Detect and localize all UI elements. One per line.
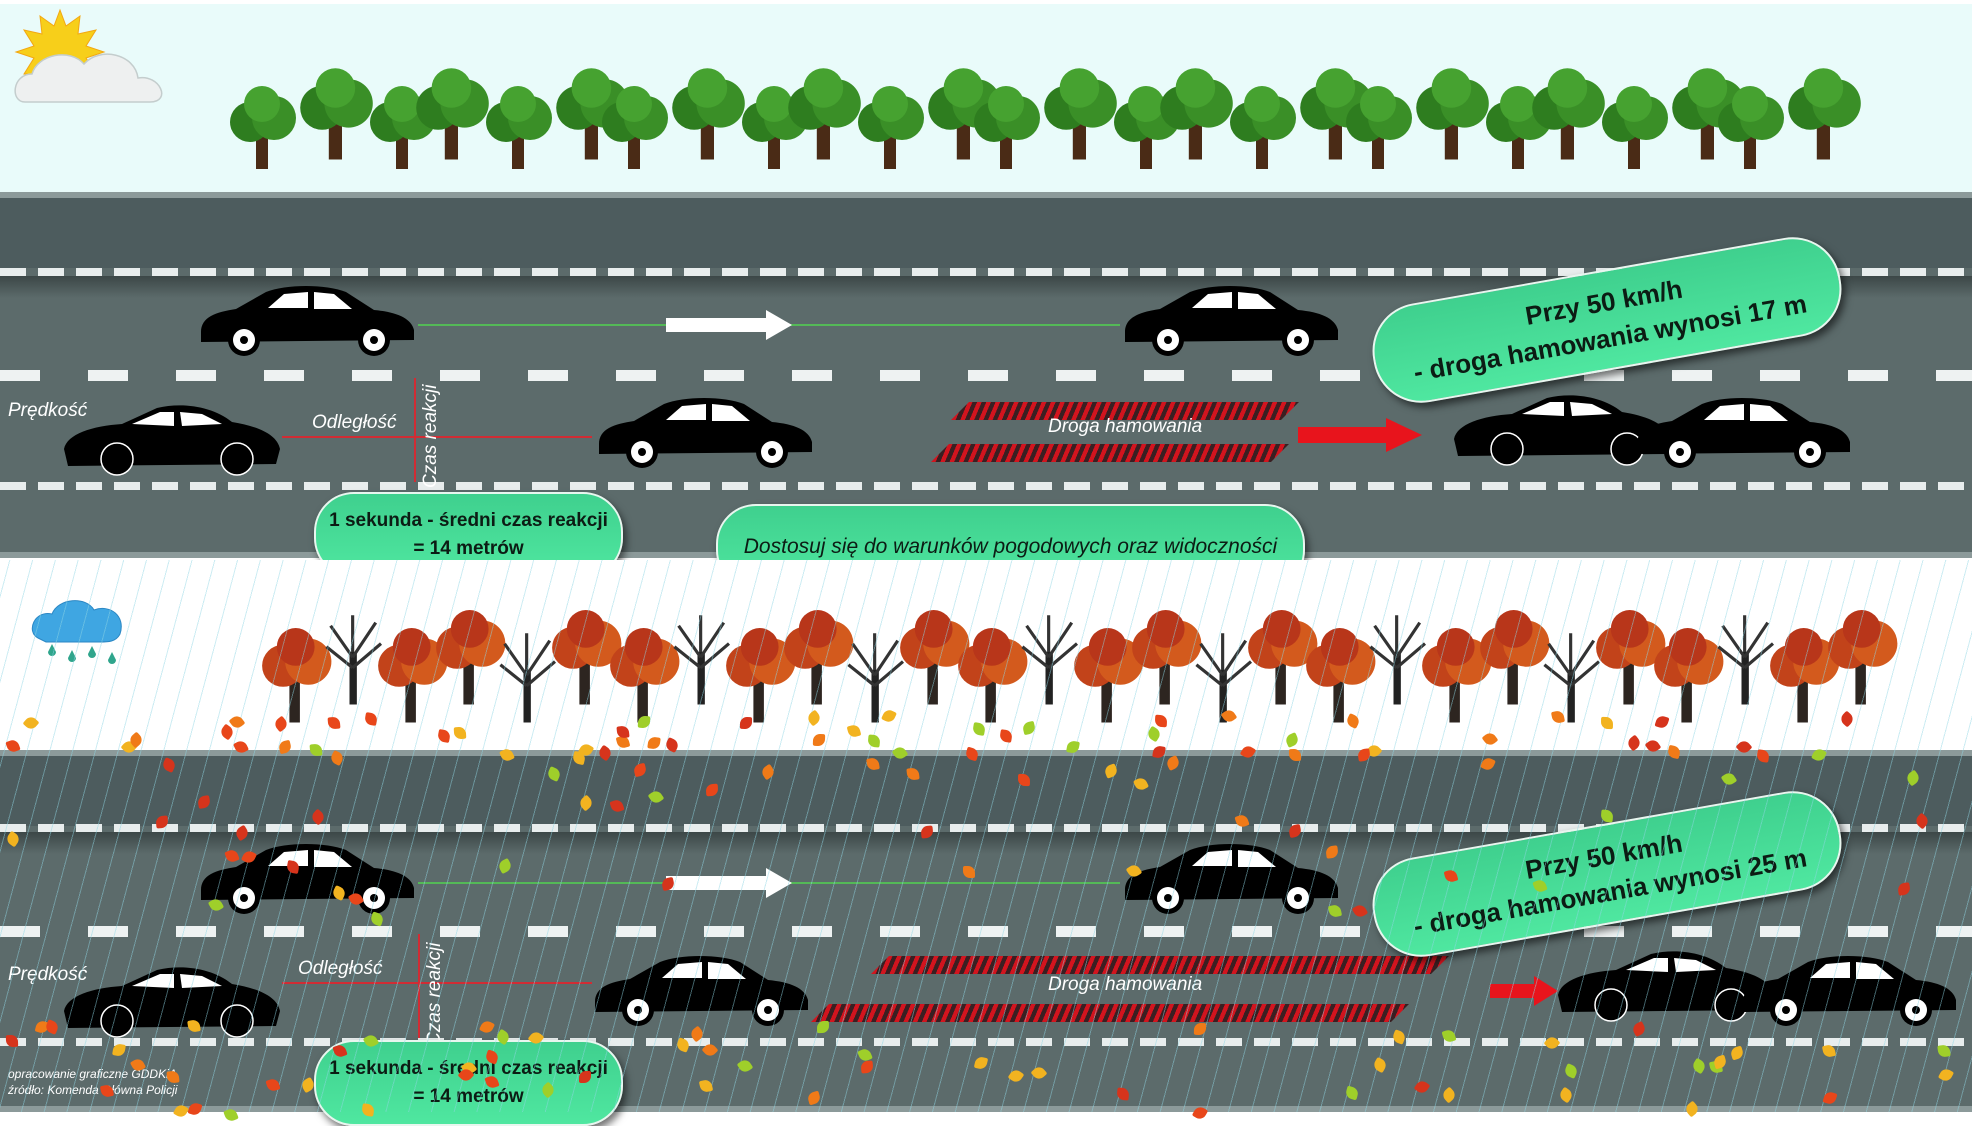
reaction-line	[414, 378, 416, 482]
car-stopped-ahead	[599, 398, 812, 468]
skid-mark	[811, 1004, 1409, 1022]
car-front-follow	[1125, 844, 1338, 914]
green-tree-icon	[300, 68, 373, 160]
rainy-autumn-panel: Prędkość Odległość Czas reakcji Droga ha…	[0, 560, 1972, 1126]
dry-weather-panel: Prędkość Odległość Czas reakcji Droga ha…	[0, 0, 1972, 590]
car-stopped-ahead	[595, 956, 808, 1026]
crashed-car-front	[1637, 398, 1850, 468]
distance-label: Odległość	[312, 412, 397, 433]
braking-distance-label: Droga hamowania	[1048, 974, 1203, 995]
green-tree-icon	[1788, 68, 1861, 160]
green-tree-icon	[230, 86, 296, 169]
sun-behind-cloud-icon	[14, 8, 163, 103]
rain-cloud-icon	[31, 600, 122, 664]
speed-label: Prędkość	[8, 400, 88, 421]
reaction-time-label: Czas reakcji	[420, 384, 441, 488]
green-tree-icon	[602, 86, 668, 169]
leaf-icon	[1018, 774, 1031, 787]
road: Prędkość Odległość Czas reakcji Droga ha…	[0, 750, 1972, 1126]
direction-arrow-icon	[666, 868, 792, 898]
crashed-car-front	[1743, 956, 1956, 1026]
credit-source: źródło: Komenda Główna Policji	[8, 1083, 178, 1097]
reaction-time-box: 1 sekunda - średni czas reakcji = 14 met…	[314, 1040, 623, 1126]
reaction-box-line2: = 14 metrów	[413, 1086, 524, 1107]
green-tree-icon	[788, 68, 861, 160]
lane-line	[0, 824, 1972, 832]
car-front-follow	[1125, 286, 1338, 356]
car-front-lead	[201, 286, 414, 356]
autumn-tree-icon	[1828, 610, 1898, 705]
sky	[0, 560, 1972, 750]
green-tree-icon	[1044, 68, 1117, 160]
red-arrow-icon	[1298, 418, 1422, 452]
green-tree-icon	[1602, 86, 1668, 169]
green-tree-icon	[486, 86, 552, 169]
reaction-box-line1: 1 sekunda - średni czas reakcji	[329, 510, 608, 531]
red-arrow-icon	[1490, 976, 1558, 1006]
credit-graphics: opracowanie graficzne GDDKiA	[8, 1067, 177, 1081]
lane-divider	[0, 926, 1972, 937]
leaf-icon	[1600, 716, 1613, 729]
car-speeding	[63, 404, 281, 476]
green-tree-icon	[1416, 68, 1489, 160]
car-speeding	[63, 966, 281, 1038]
leaf-icon	[963, 865, 975, 878]
green-tree-icon	[1346, 86, 1412, 169]
lane-line	[0, 268, 1972, 276]
distance-line	[282, 436, 592, 438]
lane-line	[0, 482, 1972, 490]
green-tree-icon	[416, 68, 489, 160]
road: Prędkość Odległość Czas reakcji Droga ha…	[0, 192, 1972, 578]
speed-label: Prędkość	[8, 964, 88, 985]
reaction-box-line2: = 14 metrów	[413, 538, 524, 559]
reaction-line	[418, 934, 420, 1038]
distance-label: Odległość	[298, 958, 383, 979]
skid-mark	[871, 956, 1449, 974]
credits: opracowanie graficzne GDDKiA źródło: Kom…	[8, 1066, 177, 1098]
green-tree-icon	[858, 86, 924, 169]
green-tree-icon	[1160, 68, 1233, 160]
green-tree-icon	[1718, 86, 1784, 169]
skid-mark	[931, 444, 1289, 462]
green-tree-icon	[1532, 68, 1605, 160]
reaction-time-label: Czas reakcji	[424, 942, 445, 1046]
green-tree-icon	[974, 86, 1040, 169]
braking-distance-label: Droga hamowania	[1048, 416, 1203, 437]
green-tree-icon	[1230, 86, 1296, 169]
advice-text: Dostosuj się do warunków pogodowych oraz…	[743, 535, 1278, 558]
direction-arrow-icon	[666, 310, 792, 340]
green-tree-icon	[672, 68, 745, 160]
distance-line	[282, 982, 592, 984]
lane-line	[0, 1038, 1972, 1046]
sky	[0, 0, 1972, 192]
lane-divider	[0, 370, 1972, 381]
